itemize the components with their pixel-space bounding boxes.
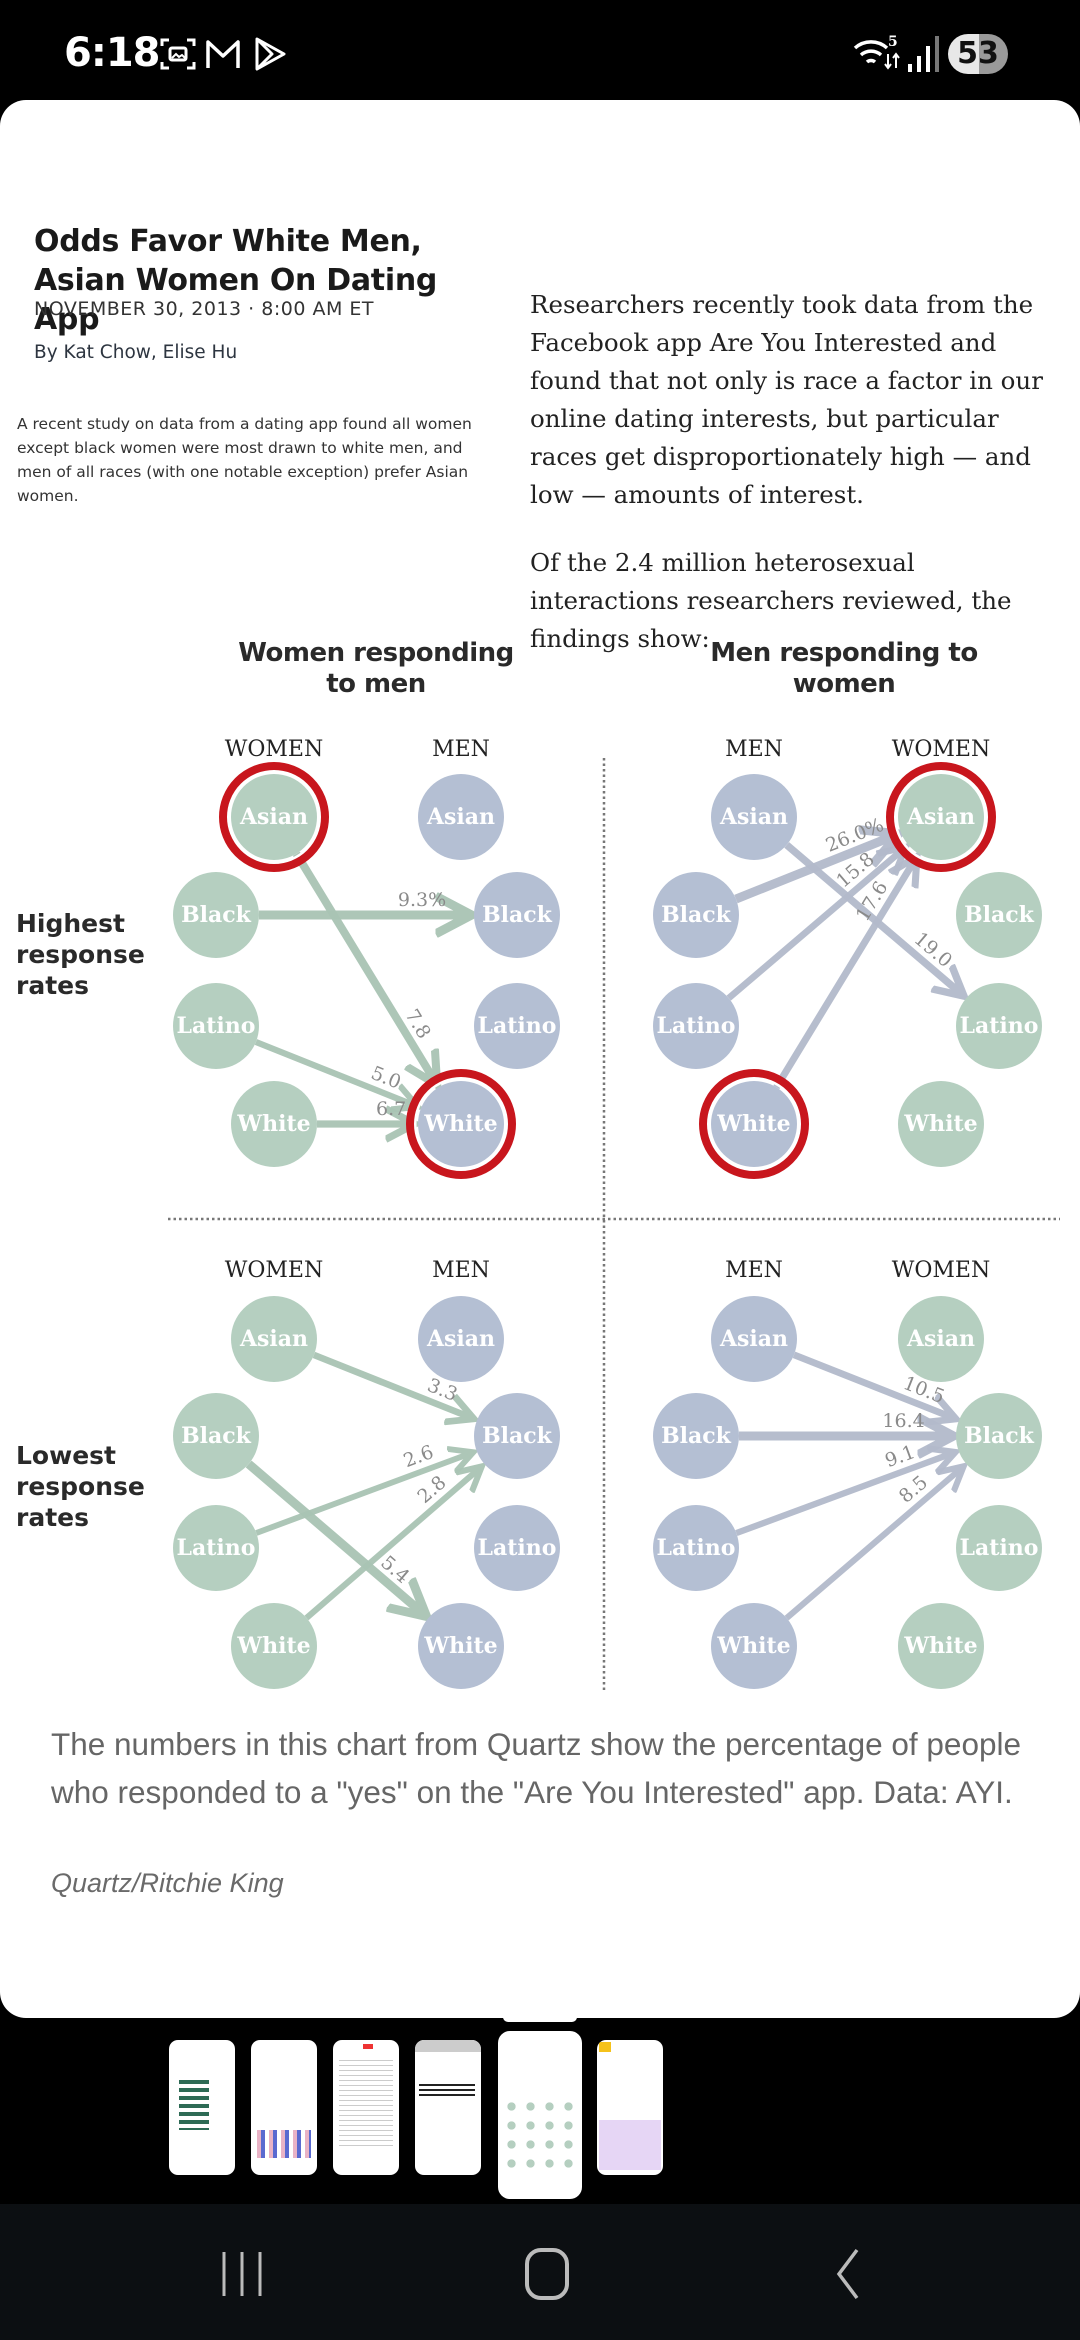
thumbnail-preview [363,2044,373,2049]
recent-apps-strip [0,2012,1080,2204]
author-link[interactable]: Elise Hu [162,342,238,363]
thumbnail-preview [415,2040,481,2052]
signal-icon [908,36,939,72]
back-icon [836,2248,859,2300]
recent-app-thumbnail[interactable] [169,2040,235,2175]
article-paragraph: Researchers recently took data from the … [530,290,1043,509]
author-separator: , [150,342,163,363]
article-byline: By Kat Chow, Elise Hu [34,342,237,363]
column-title-men: Men responding to women [710,638,978,699]
back-button[interactable] [795,2244,895,2304]
row-label-highest: Highest response rates [16,909,145,1000]
byline-prefix: By [34,342,64,363]
home-button[interactable] [494,2244,594,2304]
status-time: 6:18 [64,30,160,76]
row-label-lowest: Lowest response rates [16,1441,145,1532]
battery-indicator: 53 [948,34,1008,74]
recent-app-thumbnail[interactable] [333,2040,399,2175]
recent-app-thumbnail[interactable] [597,2040,663,2175]
article-paragraph: Of the 2.4 million heterosexual interact… [530,548,1012,653]
thumbnail-preview [179,2080,209,2130]
author-link[interactable]: Kat Chow [63,342,151,363]
recent-app-thumbnail[interactable] [415,2040,481,2175]
chart-caption: The numbers in this chart from Quartz sh… [51,1726,1022,1810]
column-title-women: Women responding to men [238,638,514,699]
thumbnail-preview [257,2130,311,2158]
recents-icon [222,2252,262,2296]
wifi-icon: 5 [853,34,900,70]
chart-credit: Quartz/Ritchie King [51,1868,284,1898]
home-icon [525,2248,569,2300]
navigation-bar [0,2204,1080,2340]
article-dateline: NOVEMBER 30, 2013 · 8:00 AM ET [34,298,374,320]
play-store-icon [255,37,286,71]
thumbnail-preview [599,2042,611,2052]
thumbnail-preview [502,2097,578,2173]
recents-button[interactable] [192,2244,292,2304]
article-headline: Odds Favor White Men, Asian Women On Dat… [34,224,438,338]
gmail-icon [206,40,240,68]
recent-app-thumbnail[interactable] [251,2040,317,2175]
drag-handle[interactable] [503,2012,577,2022]
screenshot-icon [160,38,196,70]
article-summary: A recent study on data from a dating app… [17,415,472,505]
recent-app-thumbnail-active[interactable] [498,2031,582,2199]
status-bar: 6:18 5 53 [0,0,1080,100]
wifi-label: 5 [888,34,898,50]
